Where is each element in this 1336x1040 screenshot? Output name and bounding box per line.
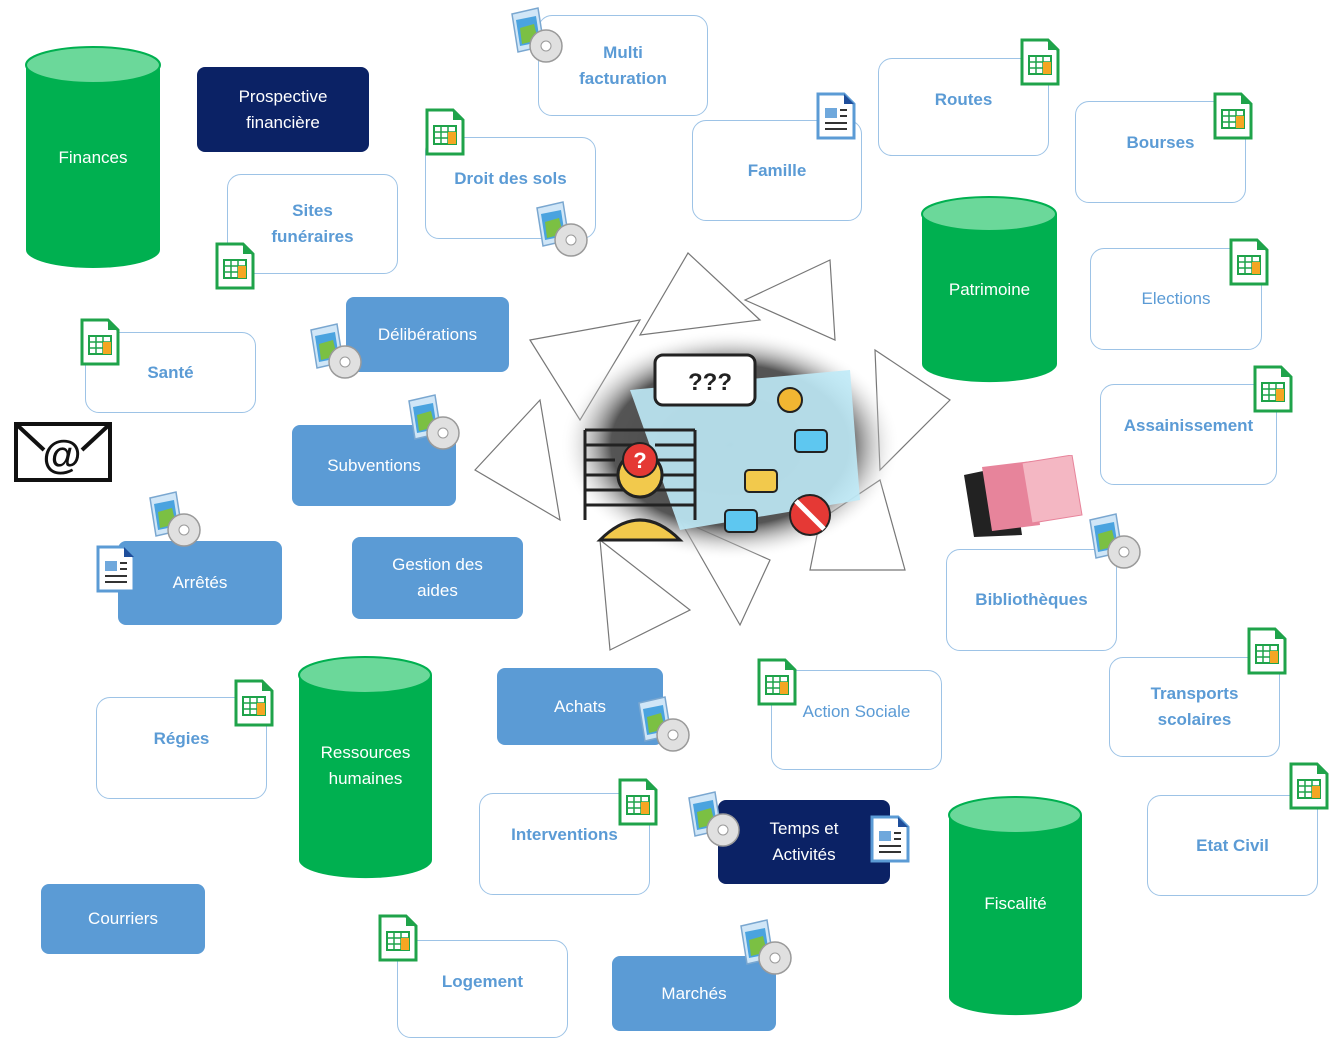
spreadsheet-icon [234,679,274,732]
database-fiscalite: Fiscalité [948,795,1083,1017]
database-finances: Finances [25,45,161,270]
module-prospective-financiere[interactable]: Prospective financière [197,67,369,152]
spreadsheet-icon [618,778,658,831]
module-bibliotheques[interactable]: Bibliothèques [946,549,1117,651]
speech-bubble-text: ??? [688,369,732,396]
module-label: Logement [441,972,524,991]
module-label: Subventions [327,455,421,475]
module-label: Routes [934,90,993,109]
spreadsheet-icon [1020,38,1060,91]
module-label: Bibliothèques [975,590,1088,609]
module-gestion-des-aides[interactable]: Gestion des aides [352,537,523,619]
module-label: Sites funéraires [271,201,354,246]
module-label: Transports scolaires [1150,684,1239,729]
folders-icon [962,454,1087,537]
module-achats[interactable]: Achats [497,668,663,745]
at-sign: @ [42,433,81,477]
module-label: Droit des sols [454,169,567,188]
module-deliberations[interactable]: Délibérations [346,297,509,372]
module-label: Bourses [1126,133,1195,152]
installer-cd-icon [146,490,202,553]
spreadsheet-icon [1229,238,1269,291]
spreadsheet-icon [215,242,255,295]
module-label: Achats [554,696,606,716]
spreadsheet-icon [378,914,418,967]
module-sites-funeraires[interactable]: Sites funéraires [227,174,398,274]
database-label: Fiscalité [984,894,1047,913]
installer-cd-icon [307,322,363,385]
module-label: Etat Civil [1196,835,1269,855]
module-label: Arrêtés [172,573,228,592]
installer-cd-icon [635,695,691,758]
arrow-shape [599,538,692,651]
spreadsheet-icon [1247,627,1287,680]
module-multi-facturation[interactable]: Multi facturation [538,15,708,116]
database-label: Ressources humaines [320,743,411,788]
question-mark: ? [633,448,646,473]
module-label: Marchés [661,983,727,1003]
document-icon [870,815,910,868]
database-ressources-humaines: Ressources humaines [298,655,433,880]
database-label: Patrimoine [948,280,1031,299]
database-patrimoine: Patrimoine [921,195,1058,383]
module-label: Santé [147,362,194,382]
email-envelope-icon: @ [14,420,112,482]
module-action-sociale[interactable]: Action Sociale [771,670,942,770]
database-label: Finances [58,148,128,167]
spreadsheet-icon [1213,92,1253,145]
module-label: Famille [747,160,807,180]
arrow-shape [474,398,561,522]
installer-cd-icon [737,918,793,981]
module-label: Temps et Activités [769,819,839,864]
module-etat-civil[interactable]: Etat Civil [1147,795,1318,896]
spreadsheet-icon [425,108,465,161]
module-label: Prospective financière [238,86,328,132]
module-marches[interactable]: Marchés [612,956,776,1031]
module-temps-activites[interactable]: Temps et Activités [718,800,890,884]
spreadsheet-icon [1253,365,1293,418]
module-label: Multi facturation [579,42,667,88]
spreadsheet-icon [757,658,797,711]
module-label: Assainissement [1123,416,1254,435]
module-assainissement[interactable]: Assainissement [1100,384,1277,485]
module-label: Interventions [511,825,618,844]
module-label: Régies [153,729,210,748]
module-label: Action Sociale [802,702,911,721]
installer-cd-icon [405,393,461,456]
installer-cd-icon [685,790,741,853]
question-person-maze-icon: ??? ? [560,330,900,560]
arrow-shape [743,259,836,341]
module-label: Délibérations [377,324,478,344]
installer-cd-icon [1086,512,1142,575]
installer-cd-icon [508,6,564,69]
module-arretes[interactable]: Arrêtés [118,541,282,625]
arrow-shape [638,252,762,336]
document-icon [816,92,856,145]
module-label: Gestion des aides [392,555,483,600]
installer-cd-icon [533,200,589,263]
module-label: Elections [1141,289,1211,308]
module-logement[interactable]: Logement [397,940,568,1038]
module-courriers[interactable]: Courriers [41,884,205,954]
module-label: Courriers [88,909,158,928]
spreadsheet-icon [80,318,120,371]
module-transports-scolaires[interactable]: Transports scolaires [1109,657,1280,757]
document-icon [96,545,136,598]
spreadsheet-icon [1289,762,1329,815]
